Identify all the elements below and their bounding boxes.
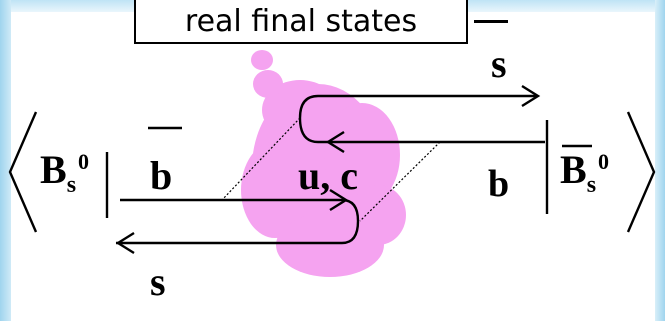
bra-main: B bbox=[40, 147, 67, 192]
ket-angle bbox=[628, 112, 654, 232]
b-label: b bbox=[488, 165, 509, 203]
s-top-label: s bbox=[491, 44, 507, 84]
bbar-label: b bbox=[150, 156, 172, 196]
title-text: real final states bbox=[185, 4, 417, 39]
ket-label: Bs0 bbox=[560, 150, 609, 190]
title-box: real final states bbox=[134, 0, 468, 44]
ket-sup: 0 bbox=[598, 149, 609, 174]
title-dash bbox=[474, 20, 508, 23]
bra-label: Bs0 bbox=[40, 150, 89, 190]
bra-sub: s bbox=[67, 172, 76, 198]
ket-sub: s bbox=[587, 172, 596, 198]
bra-sup: 0 bbox=[78, 149, 89, 174]
intermediate-label: u, c bbox=[298, 156, 358, 196]
bra-angle bbox=[10, 112, 36, 232]
s-bottom-label: s bbox=[150, 262, 166, 302]
ket-main: B bbox=[560, 147, 587, 192]
